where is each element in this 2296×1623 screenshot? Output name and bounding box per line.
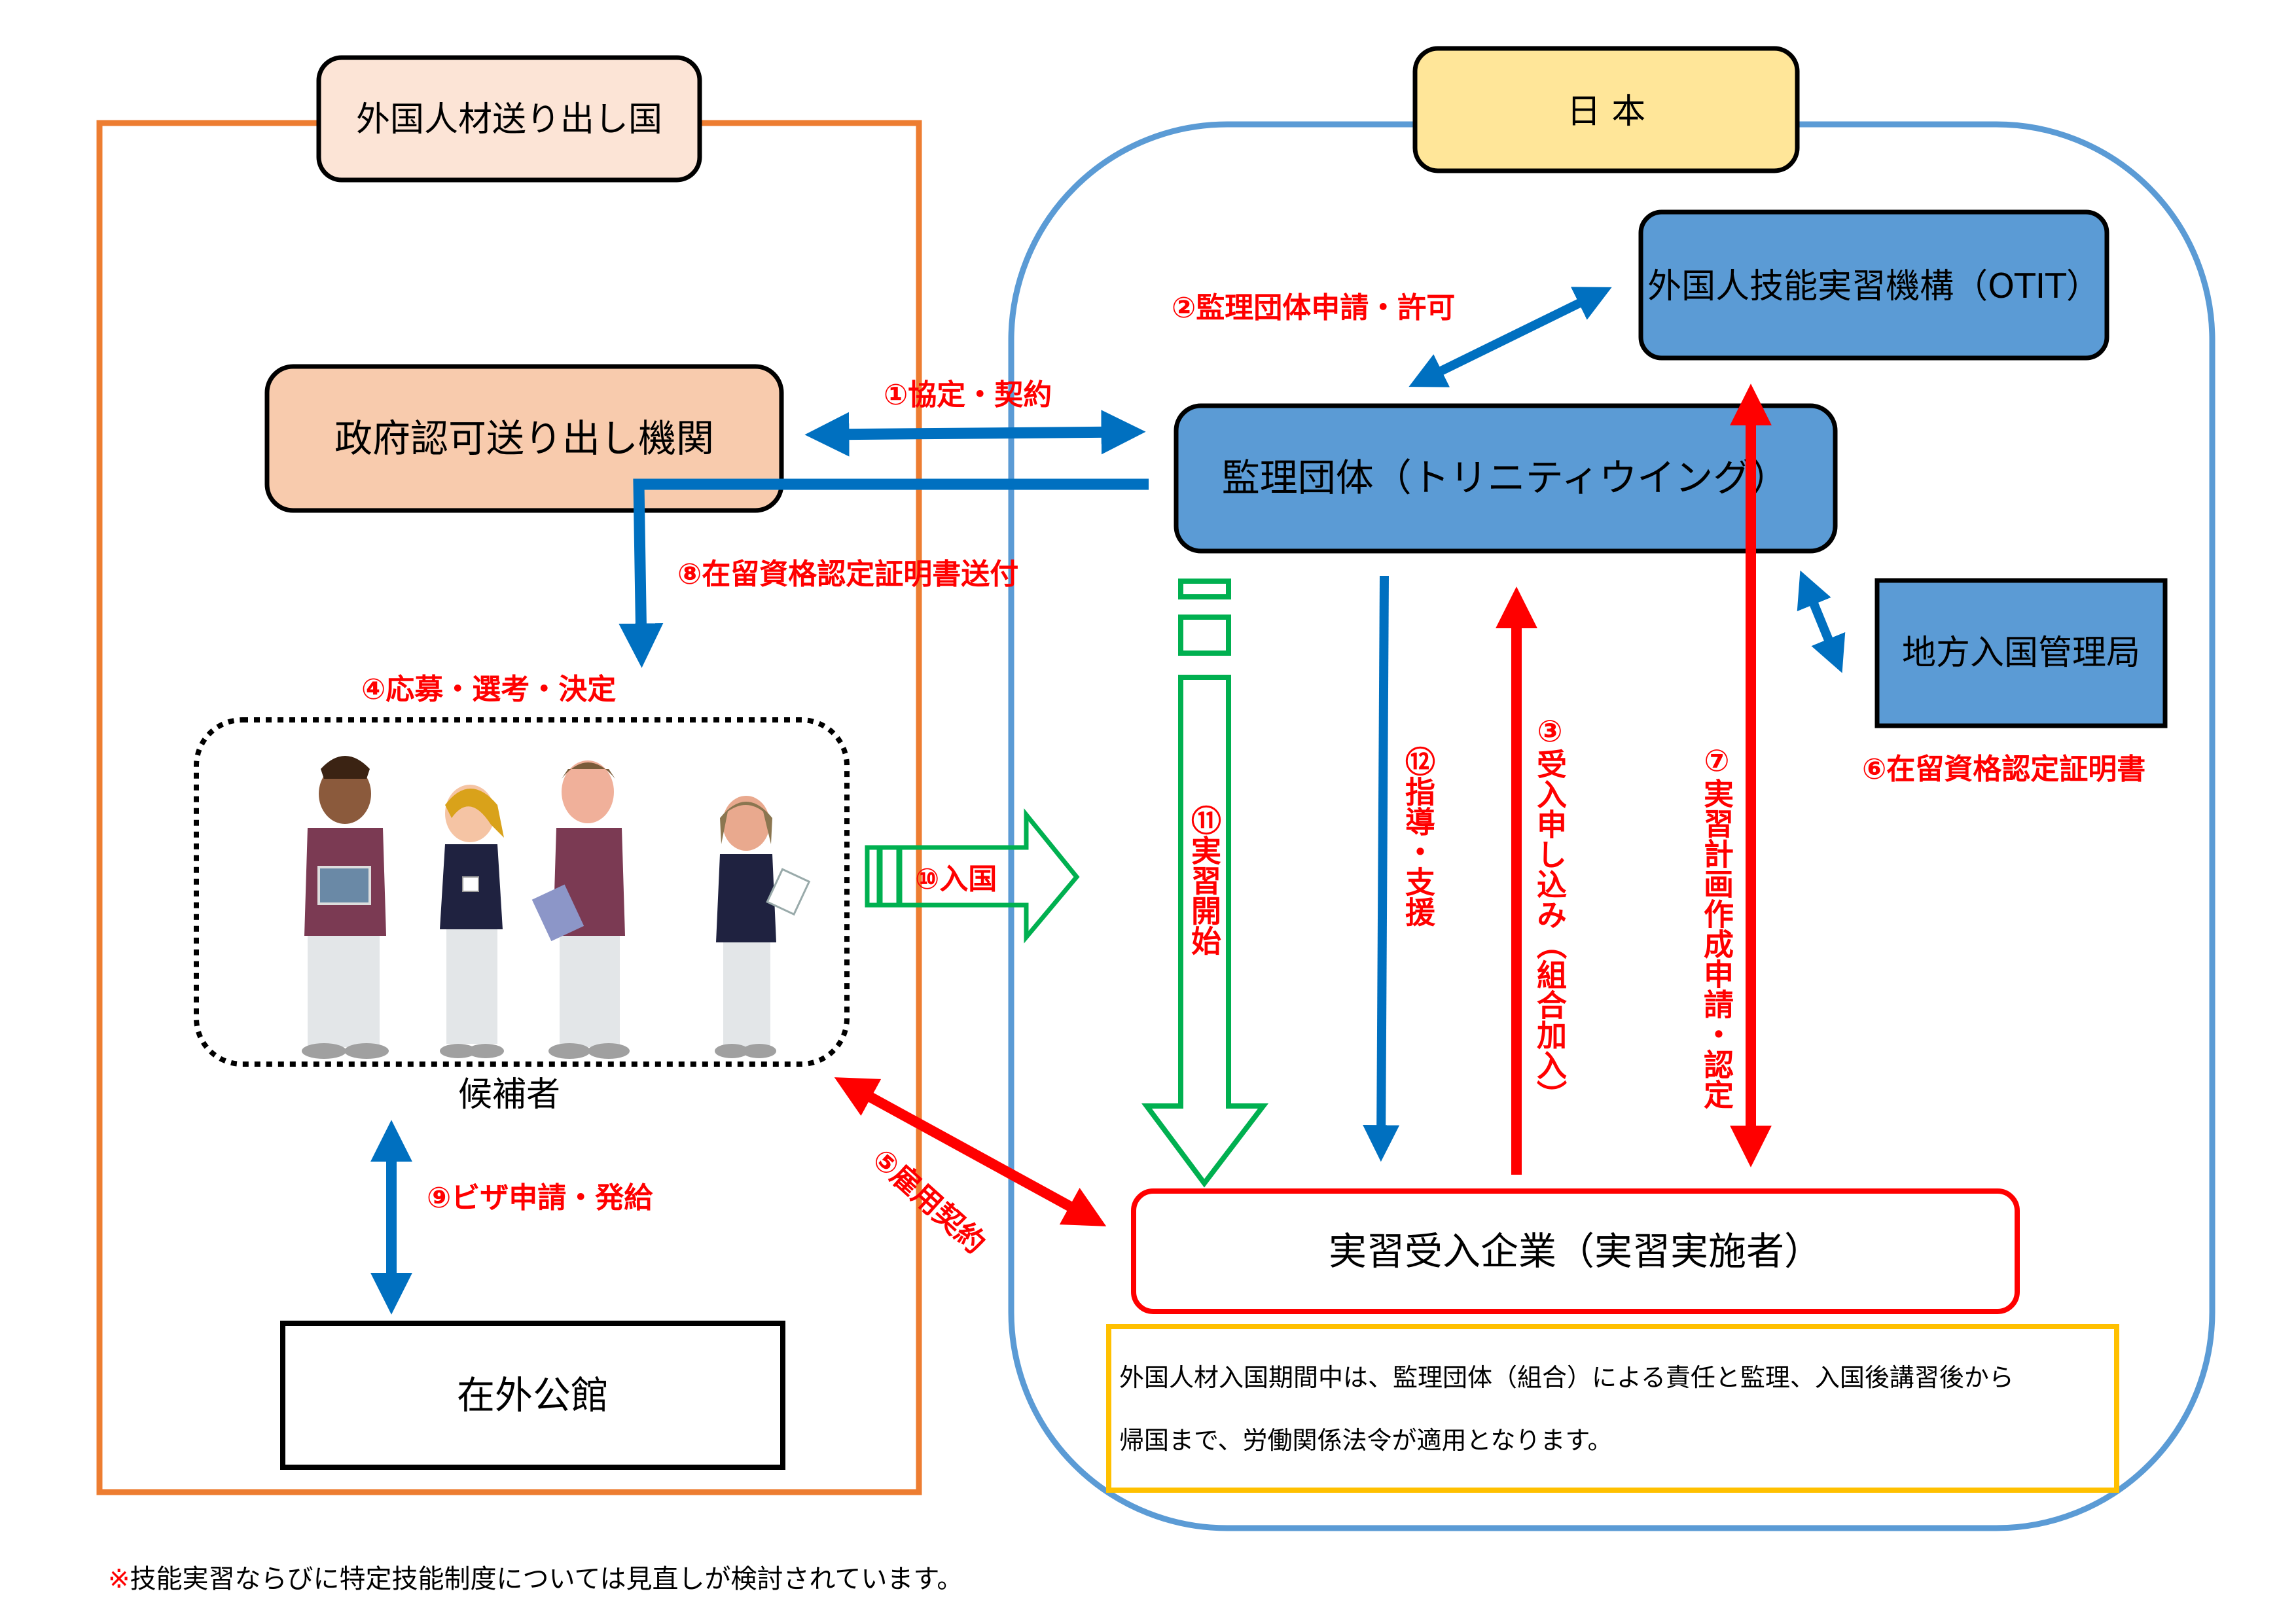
step-11-label: ⑪実習開始 bbox=[1187, 805, 1222, 955]
immigration-arrow bbox=[1797, 570, 1846, 673]
embassy-node[interactable]: 在外公館 bbox=[280, 1321, 785, 1470]
candidate-person-3 bbox=[531, 760, 630, 1059]
step-10-label: ⑩入国 bbox=[915, 863, 997, 896]
step-8-label: ⑧在留資格認定証明書送付 bbox=[677, 558, 1018, 591]
sending-country-title: 外国人材送り出し国 bbox=[356, 100, 662, 139]
guidance-support-arrow bbox=[1363, 575, 1400, 1162]
certificate-sending-arrow bbox=[619, 478, 1149, 668]
sending-country-label: 外国人材送り出し国 bbox=[316, 55, 702, 183]
sending-country-region bbox=[96, 120, 922, 1495]
candidate-person-4 bbox=[715, 796, 811, 1058]
japan-title: 日 本 bbox=[1567, 92, 1646, 132]
step-7-label: ⑦実習計画作成申請・認定 bbox=[1699, 743, 1734, 1109]
step-5-label: ⑤雇用契約 bbox=[866, 1142, 992, 1260]
agreement-arrow bbox=[804, 410, 1146, 457]
candidate-person-2 bbox=[440, 785, 504, 1058]
sending-org-node[interactable]: 政府認可送り出し機関 bbox=[264, 364, 784, 513]
note-box: 外国人材入国期間中は、監理団体（組合）による責任と監理、入国後講習後から 帰国ま… bbox=[1106, 1324, 2119, 1493]
step-12-label: ⑫指導・支援 bbox=[1401, 746, 1436, 927]
step-1-label: ①協定・契約 bbox=[884, 378, 1052, 412]
step-6-label: ⑥在留資格認定証明書 bbox=[1862, 753, 2145, 786]
immigration-label: 地方入国管理局 bbox=[1902, 633, 2140, 673]
footnote-mark: ※ bbox=[108, 1564, 130, 1594]
candidates-label: 候補者 bbox=[458, 1075, 560, 1115]
otit-application-arrow bbox=[1408, 287, 1612, 387]
training-start-arrow bbox=[1141, 579, 1269, 1188]
embassy-label: 在外公館 bbox=[457, 1373, 609, 1418]
note-line-1: 外国人材入国期間中は、監理団体（組合）による責任と監理、入国後講習後から bbox=[1119, 1363, 2014, 1392]
footnote: ※技能実習ならびに特定技能制度については見直しが検討されています。 bbox=[108, 1564, 963, 1594]
otit-node[interactable]: 外国人技能実習機構（OTIT） bbox=[1638, 209, 2109, 361]
footnote-text: 技能実習ならびに特定技能制度については見直しが検討されています。 bbox=[130, 1564, 963, 1594]
entry-arrow bbox=[865, 808, 1080, 944]
step-2-label: ②監理団体申請・許可 bbox=[1172, 291, 1455, 325]
supervising-org-label: 監理団体（トリニティウイング） bbox=[1222, 455, 1789, 500]
company-label: 実習受入企業（実習実施者） bbox=[1329, 1229, 1822, 1274]
otit-label: 外国人技能実習機構（OTIT） bbox=[1647, 267, 2100, 306]
svg-text:※技能実習ならびに特定技能制度については見直しが検討されてい: ※技能実習ならびに特定技能制度については見直しが検討されています。 bbox=[108, 1564, 963, 1594]
japan-label: 日 本 bbox=[1412, 46, 1800, 173]
immigration-node[interactable]: 地方入国管理局 bbox=[1874, 578, 2168, 728]
company-node[interactable]: 実習受入企業（実習実施者） bbox=[1131, 1188, 2020, 1314]
supervising-org-node[interactable]: 監理団体（トリニティウイング） bbox=[1174, 403, 1838, 554]
step-3-label: ③受入申し込み（組合加入） bbox=[1532, 713, 1568, 1110]
note-line-2: 帰国まで、労働関係法令が適用となります。 bbox=[1119, 1426, 1613, 1455]
candidate-person-1 bbox=[302, 756, 389, 1059]
employment-contract-arrow bbox=[834, 1077, 1107, 1226]
step-9-label: ⑨ビザ申請・発給 bbox=[427, 1181, 653, 1215]
step-4-label: ④応募・選考・決定 bbox=[361, 673, 616, 706]
sending-org-label: 政府認可送り出し機関 bbox=[334, 416, 714, 461]
candidates-group bbox=[194, 717, 850, 1067]
